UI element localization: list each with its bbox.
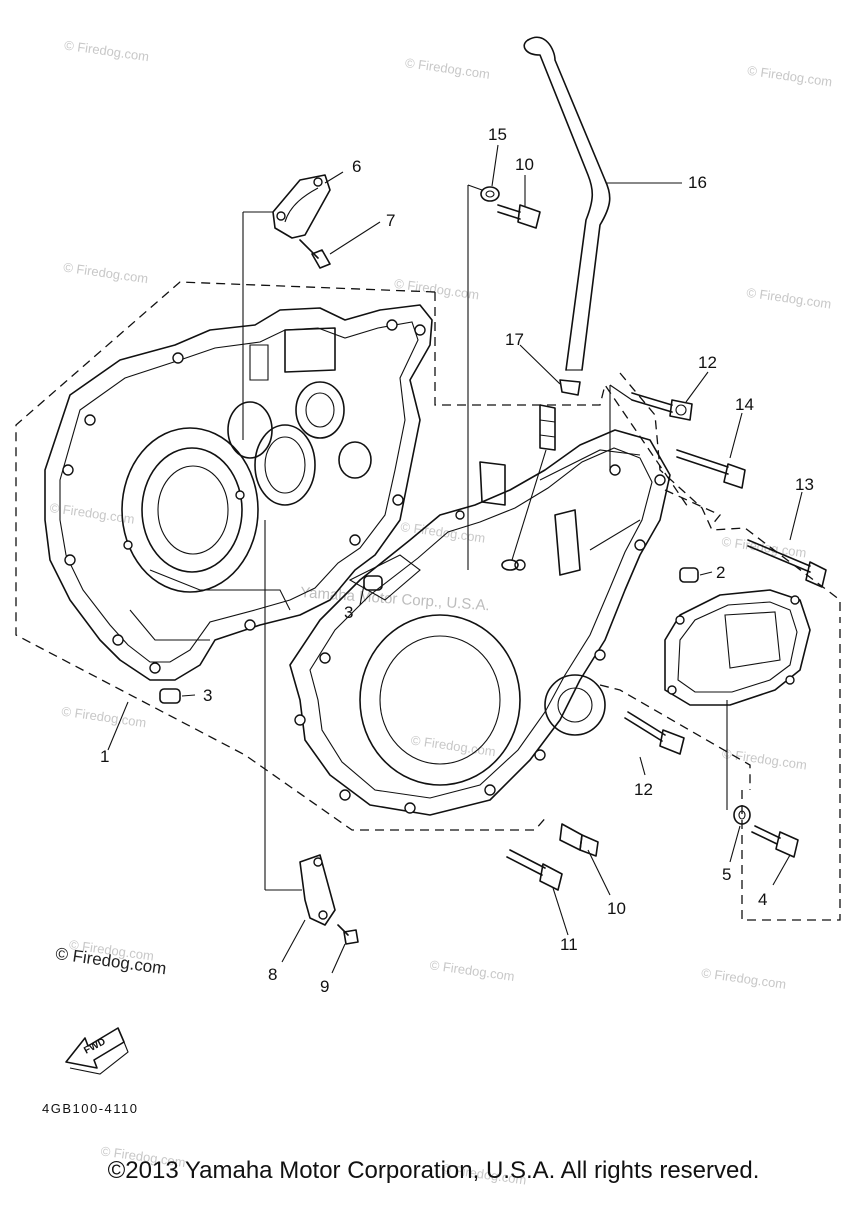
assembly-outline-cover xyxy=(619,372,841,620)
callout-12-lower: 12 xyxy=(634,780,653,799)
copyright-notice: ©2013 Yamaha Motor Corporation, U.S.A. A… xyxy=(107,1157,760,1184)
screw-7 xyxy=(299,239,331,269)
part-code: 4GB100-4110 xyxy=(42,1101,139,1116)
callout-11: 11 xyxy=(560,935,578,954)
watermark: © Firedog.com xyxy=(700,965,787,992)
watermark: © Firedog.com xyxy=(61,704,148,731)
breather-fitting xyxy=(501,404,556,571)
dowel-pin-2 xyxy=(679,567,699,583)
bolt-13 xyxy=(747,539,827,588)
bracket-8 xyxy=(299,854,336,926)
watermark: © Firedog.com xyxy=(62,260,149,287)
breather-hose-16 xyxy=(523,36,611,371)
callout-6: 6 xyxy=(352,157,361,176)
dowel-pin-3-lower xyxy=(159,688,181,704)
assembly-outline-mid xyxy=(664,489,722,526)
watermark: © Firedog.com xyxy=(746,63,833,90)
right-crankcase xyxy=(289,429,671,816)
bolt-10-top xyxy=(497,204,541,229)
callout-2: 2 xyxy=(716,563,725,582)
callout-4: 4 xyxy=(758,890,767,909)
bolt-12-lower xyxy=(624,711,685,755)
watermark: © Firedog.com xyxy=(721,746,808,773)
watermark: © Firedog.com xyxy=(400,519,487,546)
leader-lines xyxy=(107,144,803,974)
watermark: © Firedog.com xyxy=(429,957,516,984)
bracket-6 xyxy=(272,174,331,239)
callout-14: 14 xyxy=(735,395,754,414)
watermark: © Firedog.com xyxy=(393,276,480,303)
callout-17: 17 xyxy=(505,330,524,349)
assembly-outline-left-frame xyxy=(15,281,549,831)
callout-10-lower: 10 xyxy=(607,899,626,918)
callout-labels: 6 7 15 10 16 17 12 14 13 2 3 3 1 12 10 1… xyxy=(100,125,814,996)
bolt-4 xyxy=(751,825,799,858)
callout-16: 16 xyxy=(688,173,707,192)
bolt-10-lower xyxy=(559,823,599,857)
crankcase-cover xyxy=(664,589,811,706)
watermark: © Firedog.com xyxy=(410,732,497,759)
callout-10-top: 10 xyxy=(515,155,534,174)
left-crankcase xyxy=(44,304,433,681)
callout-7: 7 xyxy=(386,211,395,230)
screw-9 xyxy=(337,924,359,945)
callout-8: 8 xyxy=(268,965,277,984)
dowel-pin-3-upper xyxy=(363,575,383,591)
center-watermark: Yamaha Motor Corp., U.S.A. xyxy=(300,584,491,614)
bolt-12-top xyxy=(631,392,693,421)
assembly-outline-bolt4 xyxy=(741,620,841,921)
callout-1: 1 xyxy=(100,747,109,766)
bolt-11 xyxy=(506,849,563,891)
watermark: © Firedog.com xyxy=(404,55,491,82)
callout-9: 9 xyxy=(320,977,329,996)
callout-13: 13 xyxy=(795,475,814,494)
bolt-14 xyxy=(676,449,746,489)
fwd-arrow-icon: FWD xyxy=(65,1027,129,1075)
callout-12-top: 12 xyxy=(698,353,717,372)
clip-17 xyxy=(559,379,581,396)
watermark: © Firedog.com xyxy=(746,285,833,312)
assembly-outline-bolts xyxy=(599,684,751,790)
callout-5: 5 xyxy=(722,865,731,884)
assembly-outline-left xyxy=(434,292,691,511)
washer-5 xyxy=(733,805,751,825)
watermark: © Firedog.com xyxy=(63,37,150,64)
callout-3-upper: 3 xyxy=(344,603,353,622)
washer-15 xyxy=(480,186,500,202)
callout-15: 15 xyxy=(488,125,507,144)
callout-3-lower: 3 xyxy=(203,686,212,705)
